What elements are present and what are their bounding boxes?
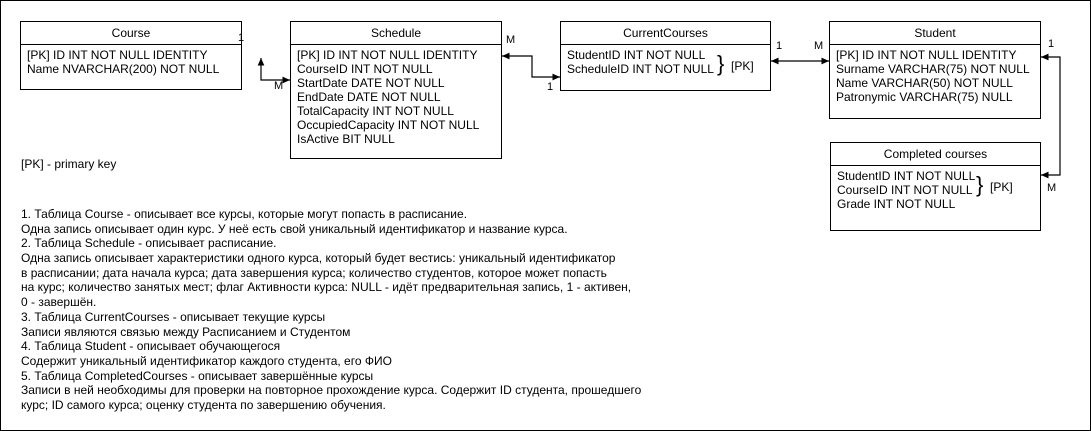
schedule-field-id: [PK] ID INT NOT NULL IDENTITY (297, 48, 478, 62)
completedcourses-pk-label: [PK] (990, 180, 1013, 194)
student-field-id: [PK] ID INT NOT NULL IDENTITY (836, 48, 1017, 62)
completedcourses-pk-brace: } (976, 172, 984, 197)
currentcourses-pk-label: [PK] (731, 59, 754, 73)
note-line: Содержит уникальный идентификатор каждог… (21, 353, 392, 368)
completedcourses-field-studentid: StudentID INT NOT NULL (837, 169, 976, 183)
note-line: 5. Таблица CompletedCourses - описывает … (21, 368, 374, 383)
edge-schedule-currentcourses (502, 52, 560, 81)
table-currentcourses-title: CurrentCourses (561, 22, 770, 45)
note-line: 4. Таблица Student - описывает обучающег… (21, 339, 281, 354)
pk-legend: [PK] - primary key (21, 157, 117, 171)
cardinality-student-side: M (814, 40, 824, 52)
description-notes: 1. Таблица Course - описывает все курсы,… (21, 207, 641, 413)
table-course: Course [PK] ID INT NOT NULL IDENTITY Nam… (20, 21, 242, 90)
edge-student-completedcourses (1041, 53, 1061, 179)
student-field-surname: Surname VARCHAR(75) NOT NULL (836, 62, 1030, 76)
table-completedcourses-title: Completed courses (831, 143, 1040, 166)
cardinality-course-side: 1 (238, 32, 245, 44)
schedule-field-courseid: CourseID INT NOT NULL (297, 62, 433, 76)
course-field-id: [PK] ID INT NOT NULL IDENTITY (27, 48, 208, 62)
table-currentcourses: CurrentCourses StudentID INT NOT NULL Sc… (560, 21, 771, 91)
cardinality-schedule-m: M (506, 34, 516, 46)
note-line: 3. Таблица CurrentCourses - описывает те… (21, 309, 326, 324)
note-line: Записи являются связью между Расписанием… (21, 324, 351, 339)
schedule-field-occupiedcapacity: OccupiedCapacity INT NOT NULL (297, 118, 480, 132)
schedule-field-startdate: StartDate DATE NOT NULL (297, 76, 445, 90)
table-schedule-title: Schedule (291, 22, 501, 45)
cardinality-completed-m: M (1047, 182, 1057, 194)
cardinality-currentcourses-side: 1 (776, 40, 783, 52)
student-field-name: Name VARCHAR(50) NOT NULL (836, 76, 1013, 90)
schedule-field-totalcapacity: TotalCapacity INT NOT NULL (297, 104, 454, 118)
note-line: Одна запись описывает характеристики одн… (21, 251, 616, 266)
table-schedule: Schedule [PK] ID INT NOT NULL IDENTITY C… (290, 21, 502, 159)
edge-course-schedule (257, 58, 290, 84)
note-line: в расписании; дата начала курса; дата за… (21, 265, 607, 280)
table-student-title: Student (830, 22, 1040, 45)
completedcourses-field-courseid: CourseID INT NOT NULL (837, 183, 973, 197)
schedule-field-isactive: IsActive BIT NULL (297, 132, 395, 146)
table-completedcourses: Completed courses StudentID INT NOT NULL… (830, 142, 1041, 231)
note-line: курс; ID самого курса; оценку студента п… (21, 397, 386, 412)
currentcourses-field-scheduleid: ScheduleID INT NOT NULL (567, 62, 714, 76)
course-field-name: Name NVARCHAR(200) NOT NULL (27, 62, 220, 76)
cardinality-student-1: 1 (1048, 38, 1055, 50)
currentcourses-field-studentid: StudentID INT NOT NULL (567, 48, 706, 62)
completedcourses-field-grade: Grade INT NOT NULL (837, 197, 956, 211)
table-student: Student [PK] ID INT NOT NULL IDENTITY Su… (829, 21, 1041, 119)
note-line: на курс; количество занятых мест; флаг А… (21, 280, 632, 295)
currentcourses-pk-brace: } (717, 51, 725, 76)
note-line: Записи в ней необходимы для проверки на … (21, 383, 642, 398)
note-line: 0 - завершён. (21, 295, 97, 310)
table-course-title: Course (21, 22, 241, 45)
cardinality-currentcourses-1: 1 (547, 81, 554, 93)
note-line: 1. Таблица Course - описывает все курсы,… (21, 207, 468, 221)
schedule-field-enddate: EndDate DATE NOT NULL (297, 90, 441, 104)
cardinality-schedule-side: M (274, 80, 284, 92)
note-line: 2. Таблица Schedule - описывает расписан… (21, 236, 277, 251)
student-field-patronymic: Patronymic VARCHAR(75) NULL (836, 90, 1013, 104)
note-line: Одна запись описывает один курс. У неё е… (21, 221, 568, 236)
